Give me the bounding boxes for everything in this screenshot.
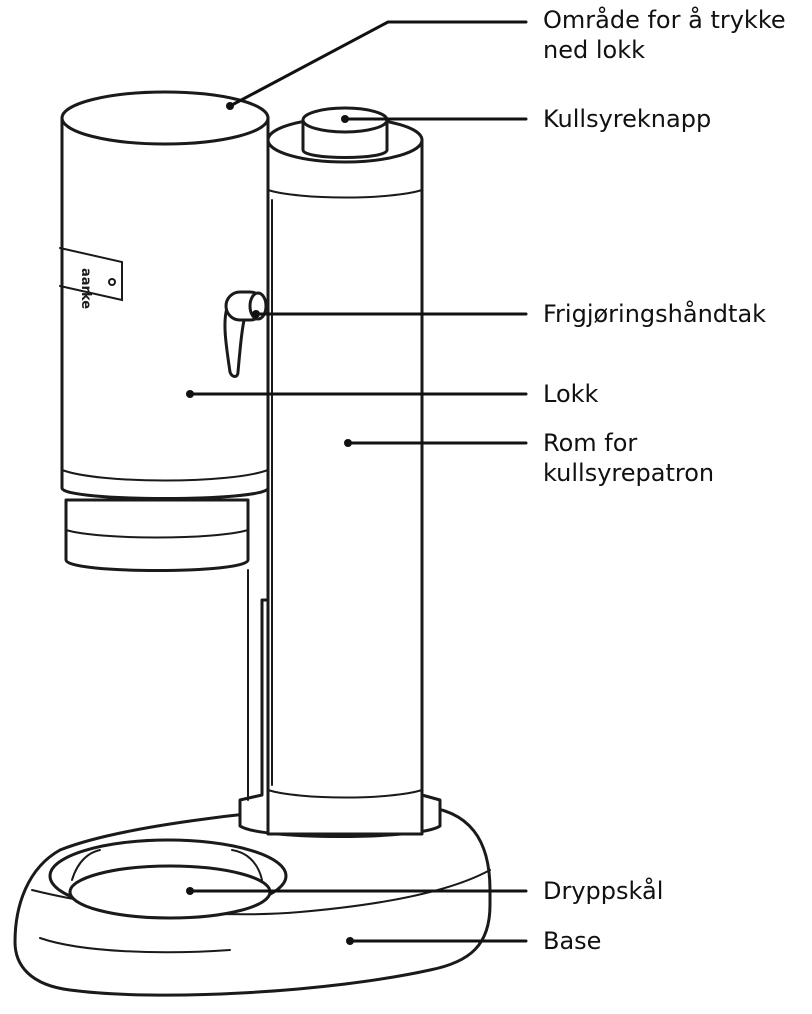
- label-base: Base: [543, 927, 602, 955]
- label-lid: Lokk: [543, 380, 599, 408]
- label-drip-tray: Dryppskål: [543, 877, 664, 905]
- cylinder-housing: [238, 116, 442, 838]
- label-cylinder-compartment: Rom for kullsyrepatron: [543, 428, 714, 488]
- label-cylinder-compartment-line2: kullsyrepatron: [543, 459, 715, 487]
- lid[interactable]: aarke: [59, 90, 270, 572]
- leader-lines: [186, 20, 528, 945]
- label-lid-press-area: Område for å trykke ned lokk: [543, 5, 786, 65]
- label-cylinder-compartment-line1: Rom for: [543, 429, 638, 457]
- label-release-handle: Frigjøringshåndtak: [543, 300, 767, 328]
- label-carbonation-button: Kullsyreknapp: [543, 105, 712, 133]
- label-lid-press-area-line2: ned lokk: [543, 36, 645, 64]
- drip-tray: [48, 838, 288, 920]
- label-lid-press-area-line1: Område for å trykke: [543, 6, 786, 34]
- brand-badge: aarke: [78, 268, 93, 309]
